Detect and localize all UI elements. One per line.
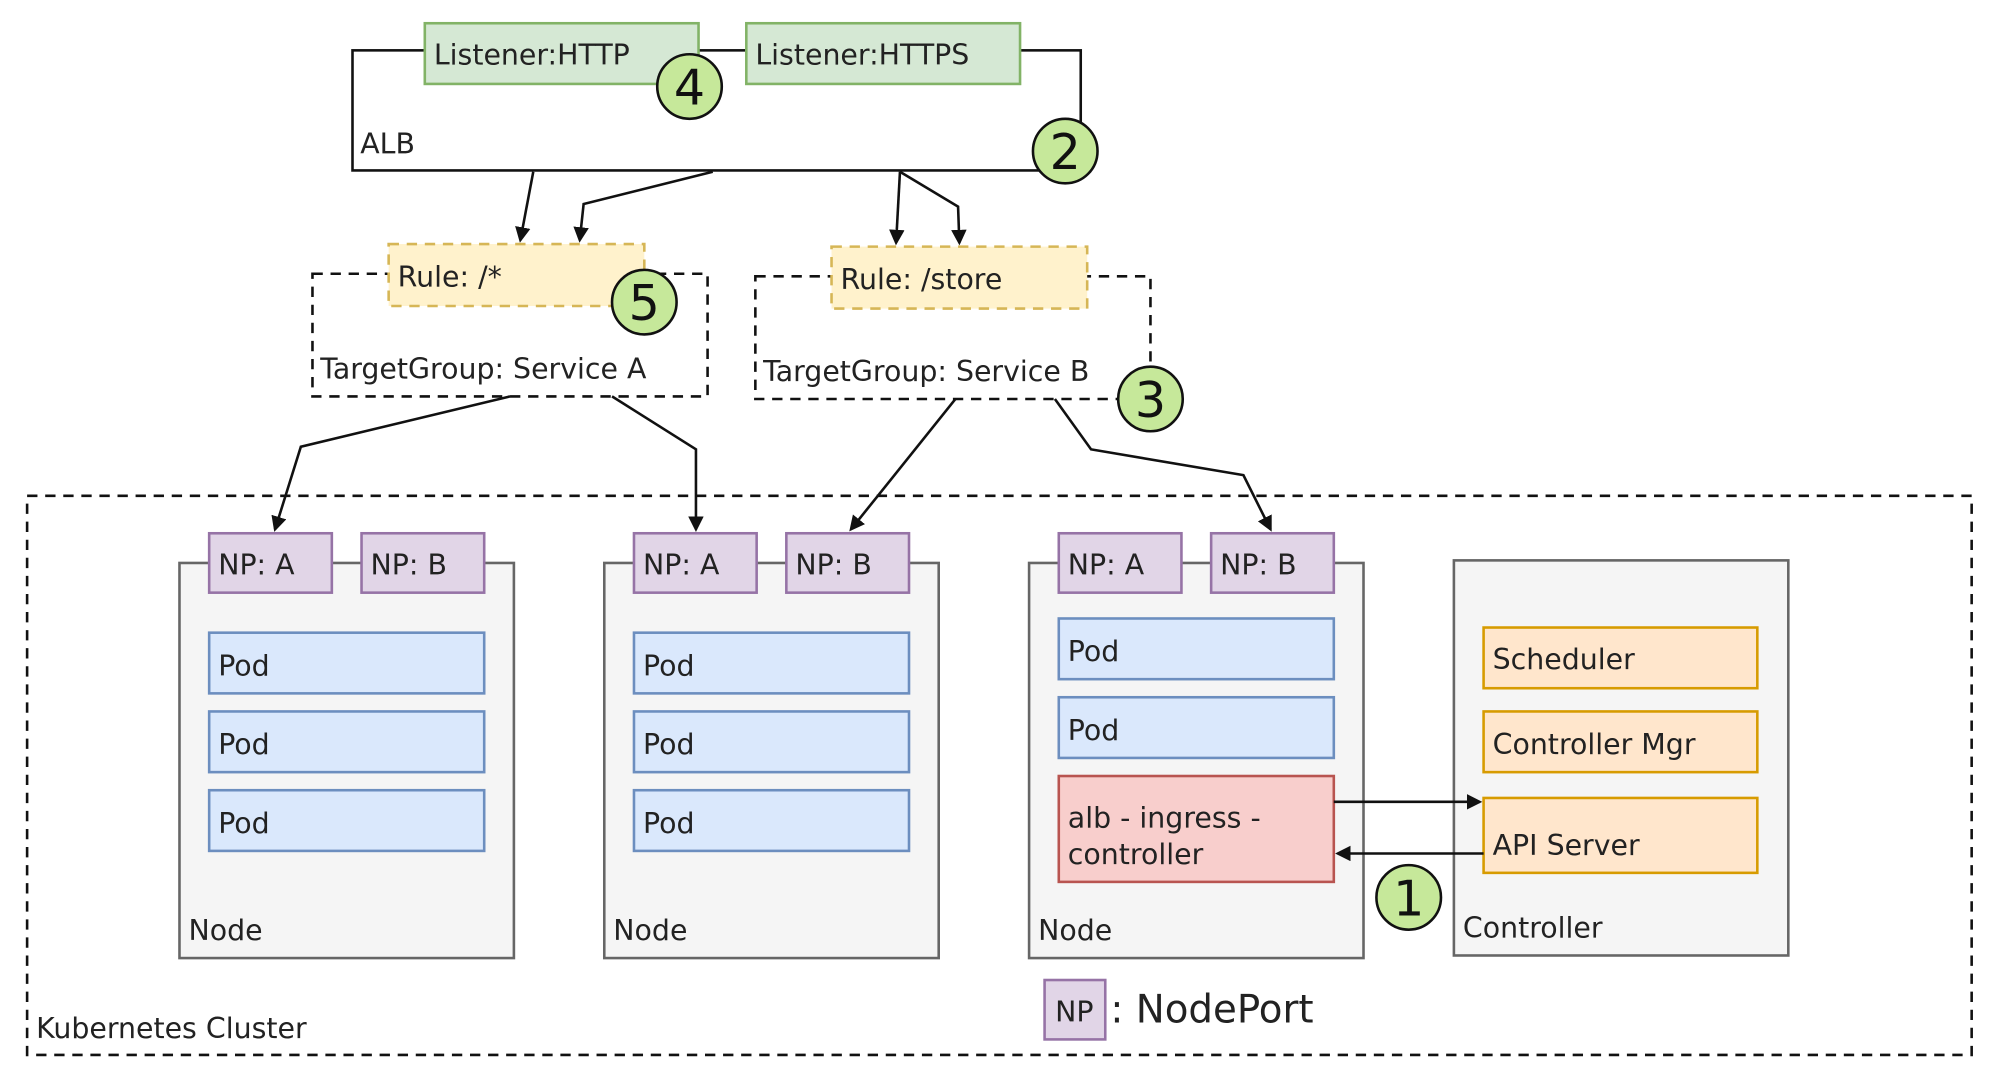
listener-https-label: Listener:HTTPS xyxy=(755,39,969,72)
node-label: Node xyxy=(1038,914,1112,947)
scheduler xyxy=(1482,626,1759,690)
api-server-label: API Server xyxy=(1493,829,1640,862)
arrow-tg-a-to-node2 xyxy=(611,395,704,532)
nodeport-b xyxy=(785,531,911,594)
legend: NP : NodePort xyxy=(1043,978,1314,1041)
pod xyxy=(632,710,911,774)
arrow-tg-a-to-node1 xyxy=(271,395,511,532)
legend-key: NP xyxy=(1055,995,1093,1028)
pod xyxy=(207,631,486,695)
target-group-service-b: TargetGroup: Service B xyxy=(754,275,1152,401)
nodeport-a-label: NP: A xyxy=(218,549,295,582)
controller: Controller Scheduler Controller Mgr API … xyxy=(1452,559,1790,957)
pod-label: Pod xyxy=(643,807,695,840)
node-2: Node NP: A NP: B Pod Pod Pod xyxy=(602,531,940,960)
nodeport-b-label: NP: B xyxy=(1220,549,1296,582)
pod xyxy=(632,788,911,853)
node-1: Node NP: A NP: B Pod Pod Pod xyxy=(178,531,516,960)
pod-label: Pod xyxy=(218,807,270,840)
pod xyxy=(632,631,911,695)
node-label: Node xyxy=(613,914,687,947)
scheduler-label: Scheduler xyxy=(1493,643,1635,676)
nodeport-b xyxy=(360,531,486,594)
listener-https: Listener:HTTPS xyxy=(745,21,1022,86)
step-3-label: 3 xyxy=(1135,371,1166,429)
nodeport-a xyxy=(1057,531,1183,594)
arrow-alb-to-rule-root xyxy=(515,171,535,243)
target-group-a-label: TargetGroup: Service A xyxy=(319,352,647,385)
nodeport-a-label: NP: A xyxy=(643,549,720,582)
step-4-label: 4 xyxy=(674,59,705,117)
nodeport-b xyxy=(1209,531,1336,594)
step-5-label: 5 xyxy=(629,274,660,332)
pod xyxy=(207,710,486,774)
step-marker-3: 3 xyxy=(1116,365,1185,433)
step-marker-2: 2 xyxy=(1031,117,1099,185)
controller-manager-label: Controller Mgr xyxy=(1493,728,1696,761)
nodeport-b-label: NP: B xyxy=(371,549,447,582)
arrow-alb-to-rule-store-2 xyxy=(899,170,967,246)
rule-store: Rule: /store xyxy=(830,245,1089,310)
pod xyxy=(207,788,486,853)
ingress-controller-label-line1: alb - ingress - xyxy=(1068,802,1261,835)
step-marker-5: 5 xyxy=(610,268,678,336)
step-marker-1: 1 xyxy=(1375,863,1443,931)
nodeport-a-label: NP: A xyxy=(1068,549,1145,582)
listener-http-label: Listener:HTTP xyxy=(434,39,630,72)
step-1-label: 1 xyxy=(1393,869,1424,927)
node-label: Node xyxy=(189,914,263,947)
rule-root: Rule: /* xyxy=(387,242,646,308)
api-server xyxy=(1482,796,1759,875)
pod-label: Pod xyxy=(1068,714,1120,747)
pod-label: Pod xyxy=(643,649,695,682)
step-marker-4: 4 xyxy=(655,52,724,121)
cluster-label: Kubernetes Cluster xyxy=(36,1012,307,1045)
pod-label: Pod xyxy=(218,728,270,761)
pod-label: Pod xyxy=(1068,635,1120,668)
legend-nodeport-swatch xyxy=(1043,978,1107,1041)
pod-label: Pod xyxy=(643,728,695,761)
pod-label: Pod xyxy=(218,649,270,682)
target-group-b-label: TargetGroup: Service B xyxy=(762,355,1089,388)
rule-store-label: Rule: /store xyxy=(841,263,1003,296)
controller-manager xyxy=(1482,710,1759,774)
alb-label: ALB xyxy=(360,128,415,161)
controller-label: Controller xyxy=(1463,911,1603,944)
ingress-controller-label-line2: controller xyxy=(1068,838,1204,871)
arrow-tg-b-to-node2 xyxy=(849,398,957,532)
arrow-alb-to-rule-store xyxy=(889,171,905,246)
arrow-alb-to-rule-root-2 xyxy=(573,170,714,243)
pod xyxy=(1057,695,1336,760)
rule-root-label: Rule: /* xyxy=(398,261,502,294)
connectors xyxy=(271,170,1484,862)
node-3: Node NP: A NP: B Pod Pod alb - ingress -… xyxy=(1027,531,1365,960)
listener-http: Listener:HTTP xyxy=(423,21,700,86)
alb-ingress-controller xyxy=(1057,774,1336,884)
nodeport-b-label: NP: B xyxy=(795,549,871,582)
pod xyxy=(1057,617,1336,681)
arrow-tg-b-to-node3 xyxy=(1053,398,1272,532)
kubernetes-cluster: Kubernetes Cluster xyxy=(25,494,1973,1057)
step-2-label: 2 xyxy=(1050,123,1081,181)
legend-text: : NodePort xyxy=(1110,988,1313,1033)
nodeport-a xyxy=(632,531,758,594)
nodeport-a xyxy=(207,531,334,594)
